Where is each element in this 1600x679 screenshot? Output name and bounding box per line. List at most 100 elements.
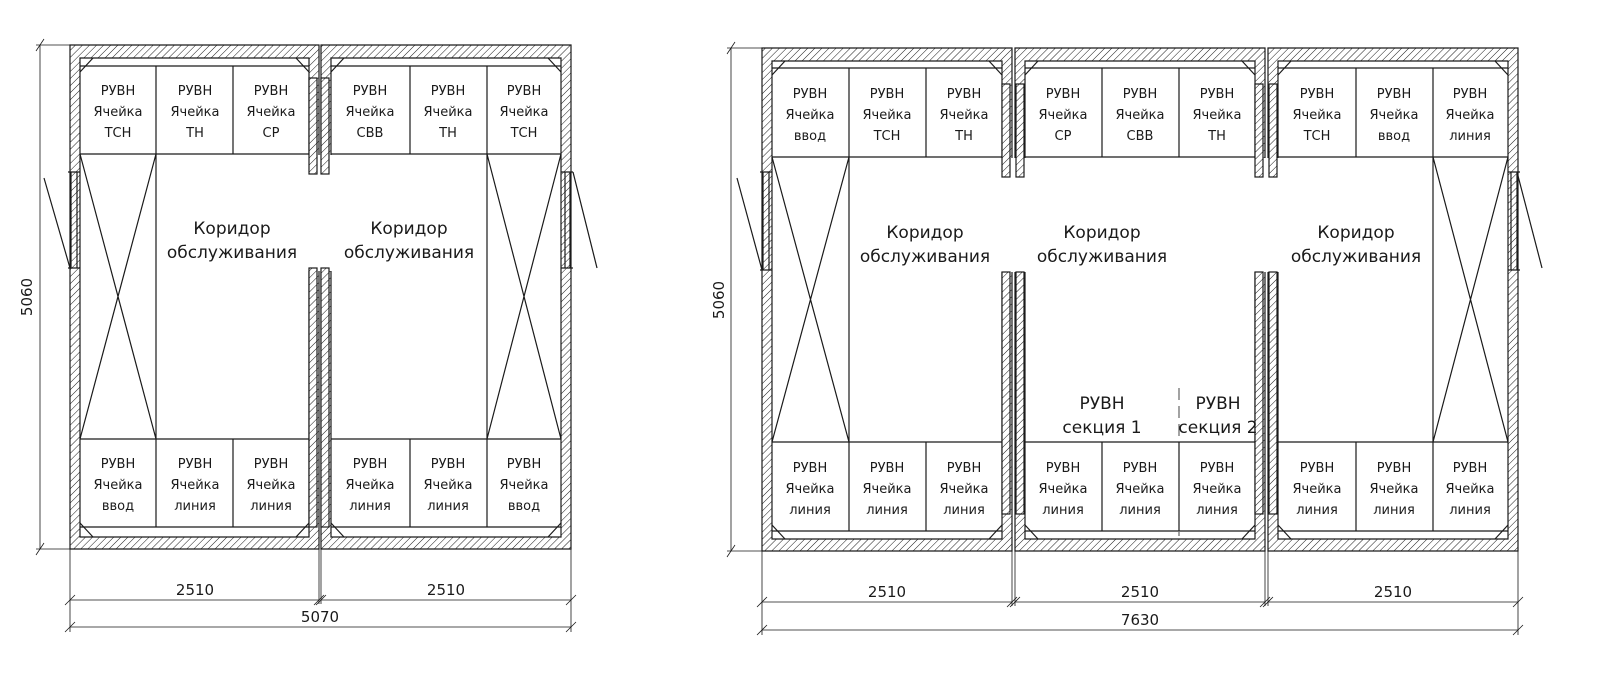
right-cells-top-3-line-2: Ячейка bbox=[940, 108, 989, 123]
left-cells-top-6-line-2: Ячейка bbox=[500, 105, 549, 120]
left-cells-bottom-3-line-2: Ячейка bbox=[247, 478, 296, 493]
right-cells-bottom-7-line-1: РУВН bbox=[1300, 461, 1334, 476]
left-corridor-1-line-2: обслуживания bbox=[167, 243, 297, 263]
left-cells-bottom-5-line-2: Ячейка bbox=[424, 478, 473, 493]
left-module-2-width: 2510 bbox=[427, 581, 465, 599]
left-cells-top-6-line-1: РУВН bbox=[507, 84, 541, 99]
right-cells-top-4-line-1: РУВН bbox=[1046, 87, 1080, 102]
right-cells-top-9-line-3: линия bbox=[1449, 129, 1491, 144]
right-cells-bottom-6-line-2: Ячейка bbox=[1193, 482, 1242, 497]
left-cells-top-3-line-2: Ячейка bbox=[247, 105, 296, 120]
left-cells-bottom-5-line-1: РУВН bbox=[431, 457, 465, 472]
left-cells-top-1-line-2: Ячейка bbox=[94, 105, 143, 120]
right-cells-top-7-line-1: РУВН bbox=[1300, 87, 1334, 102]
right-cells-top-5-line-2: Ячейка bbox=[1116, 108, 1165, 123]
right-cells-bottom-4-line-3: линия bbox=[1042, 503, 1084, 518]
left-cells-top-4-line-1: РУВН bbox=[353, 84, 387, 99]
left-cells-top-2-line-1: РУВН bbox=[178, 84, 212, 99]
right-cells-top-6-line-3: ТН bbox=[1207, 129, 1226, 144]
right-cells-top-4-line-2: Ячейка bbox=[1039, 108, 1088, 123]
right-cells-top-7-line-2: Ячейка bbox=[1293, 108, 1342, 123]
left-cells-top-3-line-1: РУВН bbox=[254, 84, 288, 99]
left-cells-bottom-6-line-3: ввод bbox=[508, 499, 540, 514]
left-cells-bottom-1-line-1: РУВН bbox=[101, 457, 135, 472]
right-door-east bbox=[1508, 171, 1520, 271]
left-plan: РУВНЯчейкаТСНРУВНЯчейкаТНРУВНЯчейкаСРРУВ… bbox=[18, 38, 598, 633]
left-door-west-leaf bbox=[43, 177, 71, 269]
right-cells-bottom-3-line-3: линия bbox=[943, 503, 985, 518]
left-corridor-2-line-1: Коридор bbox=[370, 219, 447, 239]
left-partition-wall bbox=[308, 267, 318, 528]
left-cells-bottom: РУВН Ячейка ввод РУВН Ячейка линия РУВН Ячейка л… bbox=[94, 457, 549, 514]
right-cells-top-5-line-1: РУВН bbox=[1123, 87, 1157, 102]
right-module-1-width: 2510 bbox=[868, 583, 906, 601]
right-module-2-width: 2510 bbox=[1121, 583, 1159, 601]
right-cells-bottom-1-line-1: РУВН bbox=[793, 461, 827, 476]
right-cells-top-7-line-3: ТСН bbox=[1303, 129, 1331, 144]
left-cells-bottom-2-line-2: Ячейка bbox=[171, 478, 220, 493]
right-cells-top-1-line-2: Ячейка bbox=[786, 108, 835, 123]
right-cells-top-2-line-2: Ячейка bbox=[863, 108, 912, 123]
right-cells-bottom-9-line-3: линия bbox=[1449, 503, 1491, 518]
left-cells-bottom-6-line-2: Ячейка bbox=[500, 478, 549, 493]
left-cells-bottom-6-line-1: РУВН bbox=[507, 457, 541, 472]
right-corridor-1-line-1: Коридор bbox=[886, 223, 963, 243]
left-cells-top-3-line-3: СР bbox=[263, 126, 280, 141]
left-corridor-2-line-2: обслуживания bbox=[344, 243, 474, 263]
right-cells-top-8-line-2: Ячейка bbox=[1370, 108, 1419, 123]
right-cells-bottom-4-line-1: РУВН bbox=[1046, 461, 1080, 476]
right-total-width: 7630 bbox=[1121, 611, 1159, 629]
left-cells-top-2-line-2: Ячейка bbox=[171, 105, 220, 120]
right-cells-bottom-3-line-2: Ячейка bbox=[940, 482, 989, 497]
left-cells-bottom-4-line-1: РУВН bbox=[353, 457, 387, 472]
right-cells-bottom-4-line-2: Ячейка bbox=[1039, 482, 1088, 497]
left-corridor-1-line-1: Коридор bbox=[193, 219, 270, 239]
right-cells-top-8-line-1: РУВН bbox=[1377, 87, 1411, 102]
left-door-east bbox=[561, 171, 573, 269]
left-module-1 bbox=[69, 44, 320, 550]
right-cells-top-9-line-1: РУВН bbox=[1453, 87, 1487, 102]
right-cells-top-5-line-3: СВВ bbox=[1127, 129, 1154, 144]
left-cells-bottom-3-line-3: линия bbox=[250, 499, 292, 514]
right-corridor-3-line-1: Коридор bbox=[1317, 223, 1394, 243]
right-cells-top-1-line-1: РУВН bbox=[793, 87, 827, 102]
left-cells-bottom-2-line-1: РУВН bbox=[178, 457, 212, 472]
left-cells-bottom-1-line-2: Ячейка bbox=[94, 478, 143, 493]
right-cells-bottom-2-line-1: РУВН bbox=[870, 461, 904, 476]
right-height-dimension: 5060 bbox=[710, 281, 728, 319]
right-corridor-1-line-2: обслуживания bbox=[860, 247, 990, 267]
right-cells-bottom-7-line-3: линия bbox=[1296, 503, 1338, 518]
right-cells-top-1-line-3: ввод bbox=[794, 129, 826, 144]
right-cells-bottom-2-line-2: Ячейка bbox=[863, 482, 912, 497]
right-cells-bottom-9-line-1: РУВН bbox=[1453, 461, 1487, 476]
right-cells-top-2-line-1: РУВН bbox=[870, 87, 904, 102]
right-door-east-leaf bbox=[1516, 171, 1543, 269]
left-cells-bottom-3-line-1: РУВН bbox=[254, 457, 288, 472]
left-height-dimension: 5060 bbox=[18, 278, 36, 316]
right-cells-bottom-3-line-1: РУВН bbox=[947, 461, 981, 476]
right-cells-bottom-6-line-3: линия bbox=[1196, 503, 1238, 518]
left-cells-top-1-line-1: РУВН bbox=[101, 84, 135, 99]
section-1-line-2: секция 1 bbox=[1062, 418, 1141, 438]
right-cells-top-3-line-3: ТН bbox=[954, 129, 973, 144]
right-plan: РУВНЯчейкавводРУВНЯчейкаТСНРУВНЯчейкаТНР… bbox=[710, 41, 1543, 636]
right-cells-top-8-line-3: ввод bbox=[1378, 129, 1410, 144]
left-cells-bottom-4-line-2: Ячейка bbox=[346, 478, 395, 493]
right-corridor-2-line-1: Коридор bbox=[1063, 223, 1140, 243]
right-cells-top-9-line-2: Ячейка bbox=[1446, 108, 1495, 123]
left-module-1-width: 2510 bbox=[176, 581, 214, 599]
left-cells-bottom-2-line-3: линия bbox=[174, 499, 216, 514]
right-corridor-2-line-2: обслуживания bbox=[1037, 247, 1167, 267]
right-cells-bottom-2-line-3: линия bbox=[866, 503, 908, 518]
right-cells-bottom-5-line-1: РУВН bbox=[1123, 461, 1157, 476]
right-cells-top-2-line-3: ТСН bbox=[873, 129, 901, 144]
section-1-line-1: РУВН bbox=[1079, 394, 1124, 414]
left-cells-bottom-4-line-3: линия bbox=[349, 499, 391, 514]
right-cells-bottom-7-line-2: Ячейка bbox=[1293, 482, 1342, 497]
left-cells-bottom-5-line-3: линия bbox=[427, 499, 469, 514]
right-cells-top-6-line-2: Ячейка bbox=[1193, 108, 1242, 123]
left-cells-top-2-line-3: ТН bbox=[185, 126, 204, 141]
right-cells-bottom: РУВН Ячейка линия РУВН Ячейка линия РУВН Ячейка… bbox=[786, 461, 1495, 518]
left-cells-top-4-line-2: Ячейка bbox=[346, 105, 395, 120]
